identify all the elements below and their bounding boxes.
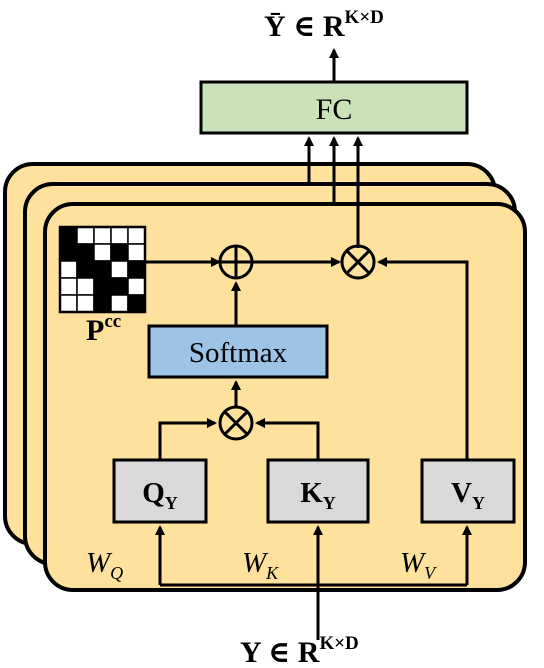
q-to-multiply-arrow (158, 418, 217, 460)
pcc-cell (127, 277, 146, 296)
q-box-sub: Y (165, 493, 178, 513)
pcc-cell (59, 226, 78, 245)
pcc-cell (59, 294, 78, 313)
fc-label: FC (316, 93, 353, 126)
pcc-matrix-grid (58, 225, 147, 314)
pcc-cell (110, 260, 129, 279)
v-to-multiply-arrow (377, 257, 469, 460)
q-box-label: QY (142, 477, 178, 513)
v-box-main: V (451, 477, 472, 509)
weight-wk-sub: K (265, 563, 279, 583)
v-box (420, 458, 516, 524)
pcc-cell (76, 260, 95, 279)
pcc-cell (110, 294, 129, 313)
v-box-label: VY (451, 477, 485, 513)
pcc-matrix-border (58, 225, 147, 314)
pcc-cell (127, 294, 146, 313)
pcc-cell (110, 277, 129, 296)
weight-wq-label: WQ (86, 547, 123, 583)
weight-wq-main: W (86, 547, 113, 579)
weight-wk-main: W (242, 547, 269, 579)
pcc-cell (93, 294, 112, 313)
pcc-label-main: P (86, 314, 104, 347)
pcc-cell (59, 277, 78, 296)
output-label: Ȳ ∈ RK×D (264, 7, 384, 43)
pcc-cell (110, 226, 129, 245)
weight-wk-label: WK (242, 547, 279, 583)
k-box-main: K (300, 477, 323, 509)
pcc-cell (76, 226, 95, 245)
weight-wq-sub: Q (110, 563, 123, 583)
softmax-box (147, 324, 329, 379)
pcc-cell (93, 260, 112, 279)
weight-wv-main: W (400, 547, 427, 579)
input-label: Y ∈ RK×D (240, 633, 359, 668)
pcc-cell (76, 294, 95, 313)
input-label-main: Y ∈ R (240, 636, 320, 668)
pcc-cell (127, 226, 146, 245)
pcc-label-exp: cc (104, 311, 121, 332)
softmax-label: Softmax (189, 337, 288, 369)
k-box (266, 458, 370, 524)
v-box-sub: Y (472, 493, 485, 513)
k-box-label: KY (300, 477, 336, 513)
add-operator-icon (218, 244, 254, 280)
pcc-cell (93, 277, 112, 296)
weight-wv-sub: V (424, 563, 437, 583)
pcc-cell (93, 243, 112, 262)
weight-wv-label: WV (400, 547, 437, 583)
pcc-cell (59, 260, 78, 279)
q-box-main: Q (142, 477, 165, 509)
pcc-cell (76, 243, 95, 262)
pcc-cell (127, 260, 146, 279)
pcc-cell (93, 226, 112, 245)
pcc-label: Pcc (86, 311, 121, 347)
pcc-cell (59, 243, 78, 262)
pcc-cell (76, 277, 95, 296)
pcc-cell (127, 243, 146, 262)
pcc-cell (110, 243, 129, 262)
q-box (112, 458, 208, 524)
k-to-multiply-arrow (255, 418, 320, 460)
output-label-main: Ȳ ∈ R (264, 10, 345, 43)
output-label-exp: K×D (345, 7, 384, 28)
k-box-sub: Y (323, 493, 336, 513)
input-label-exp: K×D (319, 633, 358, 654)
